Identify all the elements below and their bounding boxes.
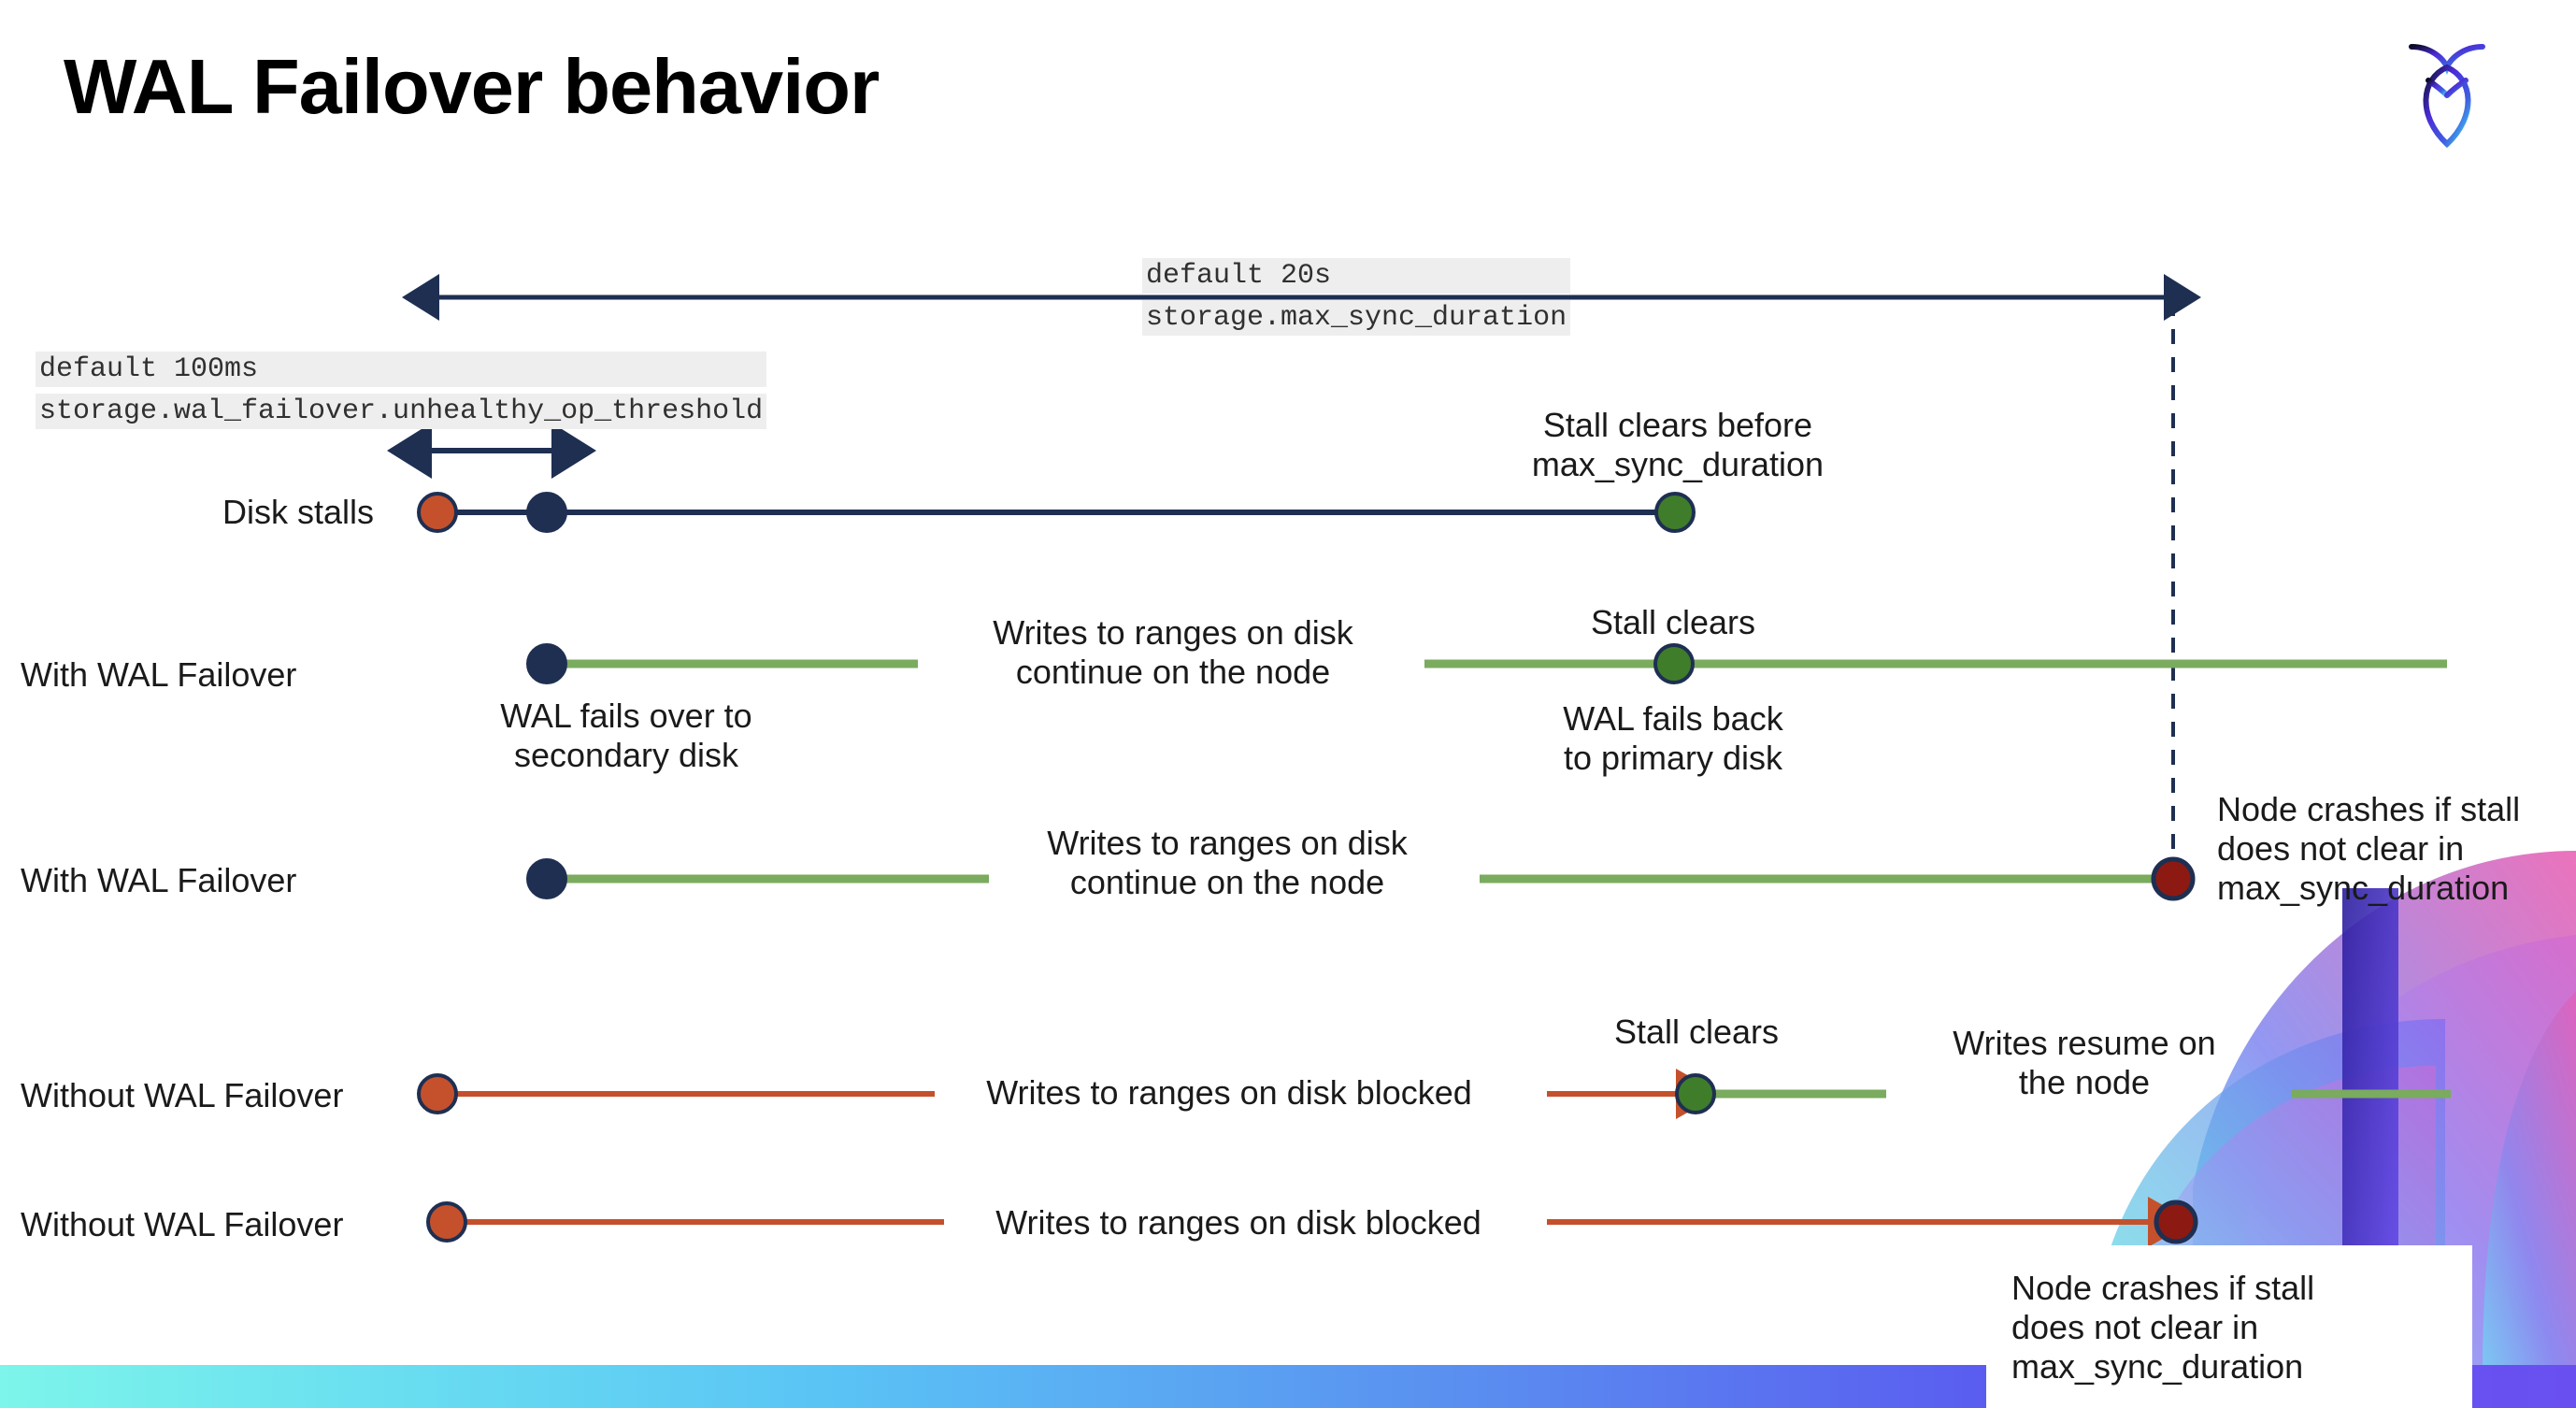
annotation-stall-clears-1: Stall clears [1590,603,1756,641]
row-disk-stalls-timeline [417,492,1696,533]
annotation-writes-blocked-1: Writes to ranges on disk blocked [986,1073,1472,1112]
writes-resume-line2: the node [2018,1062,2151,1101]
writes-resume-line1: Writes resume on [1953,1024,2216,1062]
default-20s-label: default 20s [1142,258,1571,294]
annotation-stall-clears-2: Stall clears [1613,1013,1780,1051]
writes-continue-1-line2: continue on the node [1015,652,1331,691]
row-label-with-wal-failover-1: With WAL Failover [21,655,297,695]
row-label-without-wal-failover-1: Without WAL Failover [21,1076,344,1115]
annotation-writes-continue-1: Writes to ranges on disk continue on the… [935,613,1411,692]
row-label-with-wal-failover-2: With WAL Failover [21,861,297,900]
annotation-writes-resume: Writes resume on the node [1921,1024,2248,1102]
row-with-wal-failover-1-timeline [526,643,2447,684]
stall-clears-before-line2: max_sync_duration [1531,444,1825,483]
annotation-stall-clears-before: Stall clears before max_sync_duration [1496,406,1860,484]
page-title: WAL Failover behavior [64,43,880,130]
storage-max-sync-duration-label: storage.max_sync_duration [1142,300,1571,336]
writes-continue-2-line1: Writes to ranges on disk [1047,824,1408,862]
row-label-disk-stalls: Disk stalls [222,493,375,532]
wal-fails-over-line1: WAL fails over to [500,697,752,735]
node-crashes-1-line2: does not clear in [2217,828,2465,868]
unhealthy-op-threshold-setting-labels: default 100ms storage.wal_failover.unhea… [36,352,767,436]
wal-fails-over-line2: secondary disk [513,735,739,774]
writes-continue-1-line1: Writes to ranges on disk [993,613,1353,652]
annotation-writes-continue-2: Writes to ranges on disk continue on the… [989,824,1466,902]
max-sync-duration-setting-labels: default 20s storage.max_sync_duration [1142,258,1571,342]
node-crashes-1-line1: Node crashes if stall [2217,790,2521,828]
annotation-node-crashes-1: Node crashes if stall does not clear in … [2217,790,2576,907]
annotation-wal-fails-over: WAL fails over to secondary disk [425,697,827,775]
node-crashes-1-line3: max_sync_duration [2217,868,2510,907]
annotation-wal-fails-back: WAL fails back to primary disk [1486,699,1860,778]
node-crashes-2-line1: Node crashes if stall [2011,1269,2315,1307]
annotation-node-crashes-2: Node crashes if stall does not clear in … [2011,1269,2404,1386]
wal-fails-back-line2: to primary disk [1563,738,1783,777]
node-crashes-2-line3: max_sync_duration [2011,1346,2304,1386]
default-100ms-label: default 100ms [36,352,767,387]
writes-continue-2-line2: continue on the node [1069,862,1385,901]
stall-clears-before-line1: Stall clears before [1542,406,1813,444]
cockroachdb-logo-icon [2391,26,2503,157]
annotation-writes-blocked-2: Writes to ranges on disk blocked [995,1203,1481,1242]
row-with-wal-failover-2-timeline [526,856,2196,901]
node-crashes-2-line2: does not clear in [2011,1307,2259,1346]
row-label-without-wal-failover-2: Without WAL Failover [21,1205,344,1244]
storage-unhealthy-op-threshold-label: storage.wal_failover.unhealthy_op_thresh… [36,394,767,429]
wal-fails-back-line1: WAL fails back [1563,699,1783,738]
